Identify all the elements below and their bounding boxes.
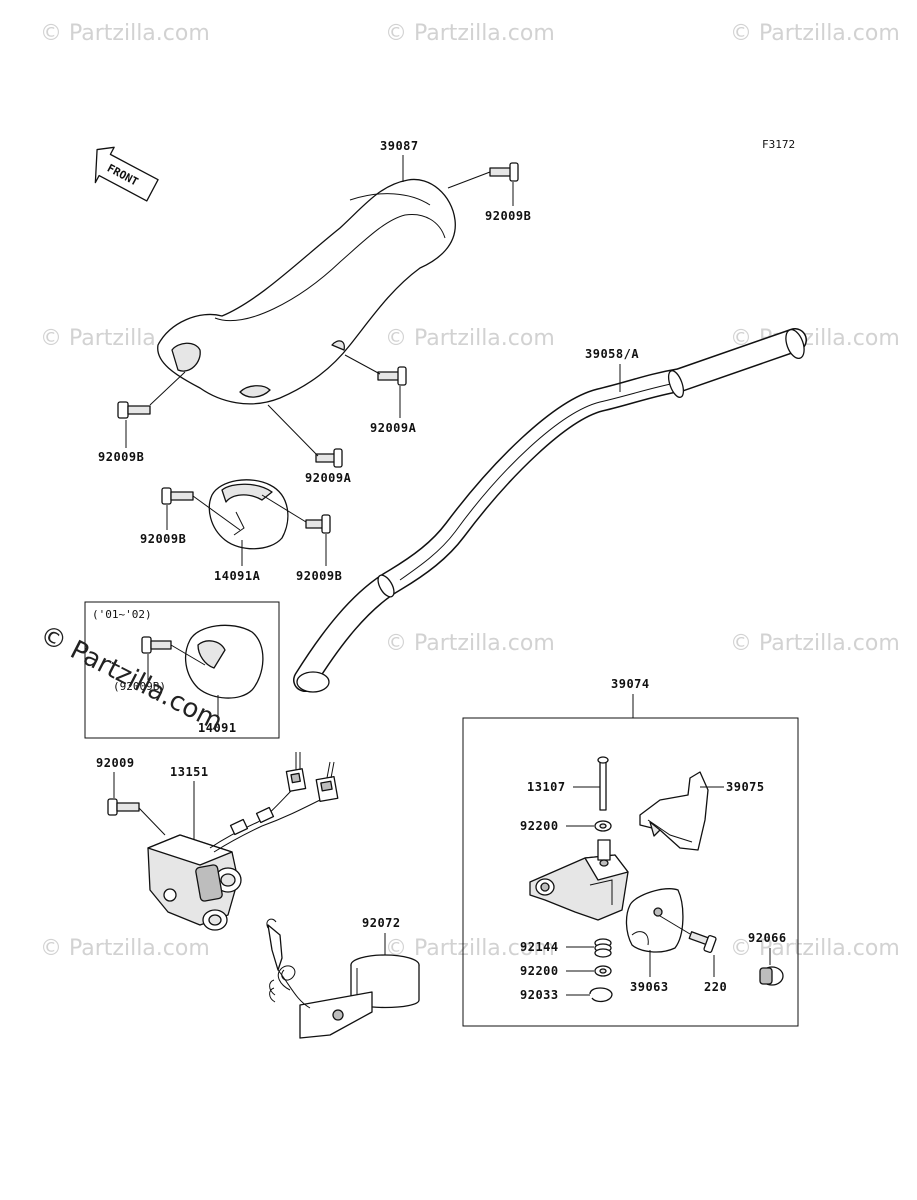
part-label-92009B-cov1: 92009B bbox=[140, 532, 186, 546]
part-label-92009A-low: 92009A bbox=[305, 471, 352, 485]
part-label-39074: 39074 bbox=[611, 677, 650, 691]
part-label-92009: 92009 bbox=[96, 756, 135, 770]
switch-cover-variant-part bbox=[184, 624, 264, 699]
handlebar-part bbox=[293, 328, 807, 693]
screw-part bbox=[305, 514, 331, 534]
pin-part bbox=[597, 756, 609, 811]
part-label-92009A-mid: 92009A bbox=[370, 421, 417, 435]
switch-cover-part bbox=[208, 479, 289, 550]
inset-bolt-label: (92009B) bbox=[113, 680, 166, 693]
figure-code: F3172 bbox=[762, 138, 795, 151]
part-label-13151: 13151 bbox=[170, 765, 209, 779]
part-label-92066: 92066 bbox=[748, 931, 787, 945]
part-label-14091A: 14091A bbox=[214, 569, 261, 583]
part-label-39087: 39087 bbox=[380, 139, 419, 153]
inset-variant-box bbox=[84, 601, 280, 739]
part-label-220: 220 bbox=[704, 980, 727, 994]
screw-part bbox=[117, 401, 151, 419]
screw-part bbox=[107, 798, 140, 816]
screw-part bbox=[489, 162, 519, 182]
lanyard-clip-part bbox=[266, 918, 420, 1039]
watermark-text: © Partzilla.com bbox=[40, 936, 210, 961]
part-label-92009B-left: 92009B bbox=[98, 450, 144, 464]
watermark-text: © Partzilla.com bbox=[730, 21, 900, 46]
circlip-part bbox=[589, 987, 613, 1003]
part-label-92200-b: 92200 bbox=[520, 964, 559, 978]
lever-part bbox=[639, 771, 709, 851]
watermark-text: © Partzilla.com bbox=[385, 326, 555, 351]
part-label-14091: 14091 bbox=[198, 721, 237, 735]
screw-part bbox=[377, 366, 407, 386]
throttle-housing-part bbox=[529, 839, 629, 921]
front-arrow-icon: FRONT bbox=[94, 146, 159, 202]
spring-part bbox=[594, 938, 612, 958]
screw-part bbox=[688, 931, 717, 953]
inset-years: ('01~'02) bbox=[92, 608, 152, 621]
screw-part bbox=[315, 448, 343, 468]
screw-part bbox=[161, 487, 194, 505]
part-label-39075: 39075 bbox=[726, 780, 765, 794]
assembly-box-39074 bbox=[462, 717, 799, 1027]
part-label-92009B-cov2: 92009B bbox=[296, 569, 342, 583]
watermark-text: © Partzilla.com bbox=[385, 21, 555, 46]
watermark-text: © Partzilla.com bbox=[385, 631, 555, 656]
watermark-text: © Partzilla.com bbox=[385, 936, 555, 961]
part-label-39058A: 39058/A bbox=[585, 347, 639, 361]
throttle-cover-part bbox=[625, 888, 684, 953]
cap-part bbox=[759, 966, 784, 986]
handlebar-cover-part bbox=[157, 178, 456, 405]
screw-part bbox=[141, 636, 172, 654]
watermark-text: © Partzilla.com bbox=[40, 21, 210, 46]
part-label-13107: 13107 bbox=[527, 780, 566, 794]
part-label-92033: 92033 bbox=[520, 988, 559, 1002]
part-label-39063: 39063 bbox=[630, 980, 669, 994]
part-label-92009B-top: 92009B bbox=[485, 209, 531, 223]
part-label-92144: 92144 bbox=[520, 940, 559, 954]
watermark-text: © Partzilla.com bbox=[730, 631, 900, 656]
watermark-text: © Partzilla.com bbox=[730, 936, 900, 961]
switch-assembly-part bbox=[147, 752, 339, 931]
part-label-92072: 92072 bbox=[362, 916, 401, 930]
part-label-92200-a: 92200 bbox=[520, 819, 559, 833]
